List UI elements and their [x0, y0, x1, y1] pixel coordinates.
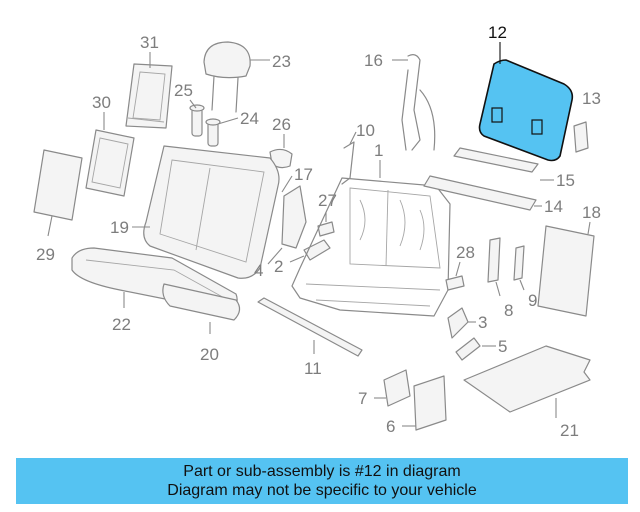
part-21-mat [463, 345, 591, 413]
callout-3: 3 [478, 313, 487, 332]
part-28-bracket [445, 275, 465, 291]
callout-14: 14 [544, 197, 563, 216]
callout-1: 1 [374, 141, 383, 160]
callout-27: 27 [318, 191, 337, 210]
part-27-clip [317, 221, 335, 237]
callout-2: 2 [274, 257, 283, 276]
callout-16: 16 [364, 51, 383, 70]
callout-21: 21 [560, 421, 579, 440]
callout-24: 24 [240, 109, 259, 128]
parts-diagram: 31 23 25 24 30 29 26 19 [33, 23, 601, 440]
part-8-bar [487, 237, 501, 283]
callout-10: 10 [356, 121, 375, 140]
part-29-pad [33, 149, 83, 221]
part-6-panel [413, 375, 447, 431]
part-23-headrest [203, 41, 251, 113]
part-17-bracket [281, 185, 307, 249]
callout-7: 7 [358, 389, 367, 408]
part-18-panel [537, 225, 595, 317]
callout-17: 17 [294, 165, 313, 184]
callout-13: 13 [582, 89, 601, 108]
callout-12: 12 [488, 23, 507, 42]
part-20-cushion [162, 283, 241, 321]
caption-line-2: Diagram may not be specific to your vehi… [167, 482, 477, 499]
callout-5: 5 [498, 337, 507, 356]
part-25-guide [189, 104, 205, 137]
part-7-bracket [383, 369, 411, 407]
callout-30: 30 [92, 93, 111, 112]
callout-23: 23 [272, 52, 291, 71]
callout-6: 6 [386, 417, 395, 436]
part-2-hinge [303, 239, 331, 261]
part-14-rail [423, 175, 537, 211]
callout-9: 9 [528, 291, 537, 310]
part-10-striker [341, 141, 355, 185]
part-12-seatback-panel [478, 59, 574, 162]
part-9-bar [513, 245, 525, 281]
callout-28: 28 [456, 243, 475, 262]
part-13-clip [573, 121, 589, 153]
caption-line-1: Part or sub-assembly is #12 in diagram [183, 463, 461, 480]
part-24-guide [205, 118, 221, 147]
part-5-cover [455, 337, 481, 361]
callout-8: 8 [504, 301, 513, 320]
callout-26: 26 [272, 115, 291, 134]
callout-19: 19 [110, 218, 129, 237]
callout-29: 29 [36, 245, 55, 264]
callout-18: 18 [582, 203, 601, 222]
part-1-seat-frame [291, 177, 451, 317]
part-16-belt [401, 54, 436, 151]
part-11-rail [257, 297, 363, 357]
callout-15: 15 [556, 171, 575, 190]
callout-4: 4 [254, 261, 263, 280]
part-31-frame [125, 63, 173, 129]
callout-20: 20 [200, 345, 219, 364]
part-19-seatback [143, 145, 280, 279]
caption-banner: Part or sub-assembly is #12 in diagram D… [16, 458, 628, 504]
callout-11: 11 [304, 359, 322, 378]
part-15-rail [453, 147, 539, 173]
callout-25: 25 [174, 81, 193, 100]
callout-22: 22 [112, 315, 131, 334]
part-3-cover [447, 307, 469, 339]
part-30-panel [85, 129, 135, 197]
part-12-shape [478, 59, 574, 162]
callout-31: 31 [140, 33, 159, 52]
